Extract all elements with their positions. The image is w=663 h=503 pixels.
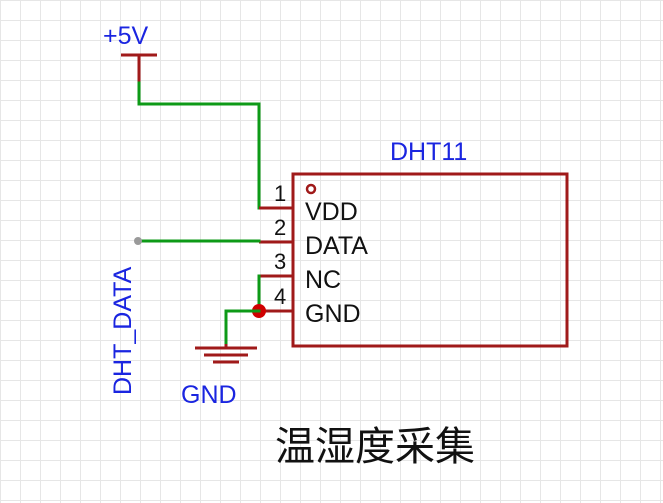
dht11-body[interactable]	[291, 172, 569, 348]
pin-4-name: GND	[305, 300, 361, 328]
pin-1-number: 1	[274, 181, 286, 206]
pin-1-name: VDD	[305, 198, 358, 226]
caption: 温湿度采集	[275, 424, 475, 470]
dht11-component[interactable]: DHT11 1 2 3 4 VDD DATA NC GND	[259, 138, 569, 348]
gnd-wire[interactable]	[224, 309, 261, 346]
pin-2-name: DATA	[305, 232, 368, 260]
power-label: +5V	[103, 22, 149, 50]
component-name: DHT11	[390, 138, 467, 166]
pin-3-number: 3	[274, 249, 286, 274]
pin-3-name: NC	[305, 266, 341, 294]
pin-2-number: 2	[274, 215, 286, 240]
net-label: DHT_DATA	[109, 266, 137, 395]
ground-label: GND	[181, 381, 237, 409]
pin-4-number: 4	[274, 284, 286, 309]
power-symbol: +5V	[103, 22, 157, 83]
vdd-wire[interactable]	[137, 81, 261, 210]
pin1-marker-icon	[305, 183, 317, 195]
ground-symbol: GND	[181, 344, 257, 409]
net-endpoint-icon	[134, 237, 142, 245]
